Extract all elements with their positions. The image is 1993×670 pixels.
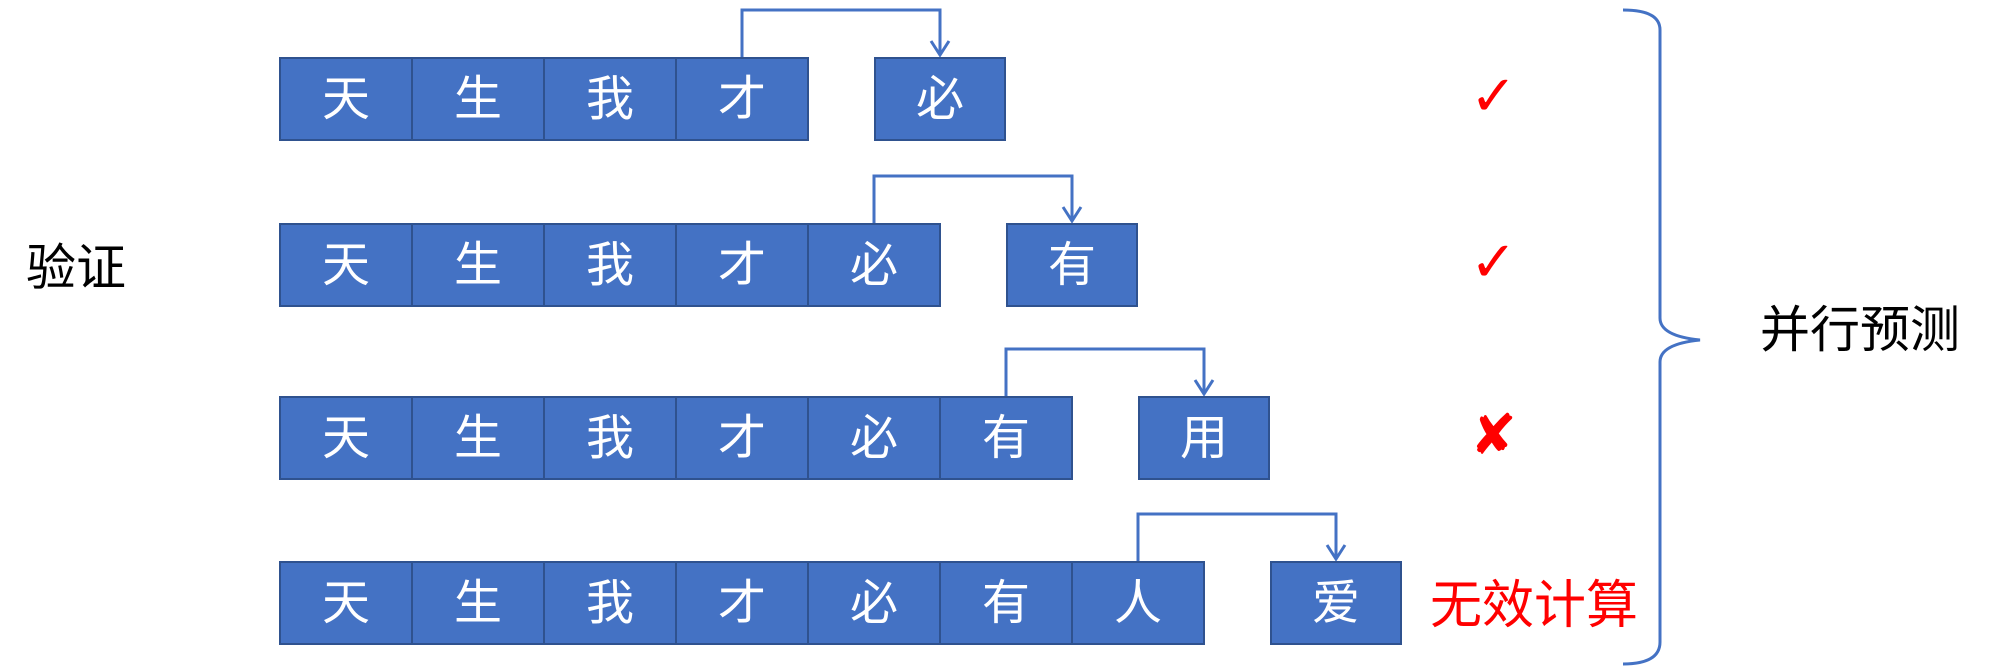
grouping-brace (1622, 8, 1701, 666)
verify-label: 验证 (26, 239, 126, 297)
context-token: 生 (411, 396, 545, 480)
context-token: 才 (675, 561, 809, 645)
context-token: 有 (939, 396, 1073, 480)
predicted-token: 用 (1138, 396, 1270, 480)
context-token: 才 (675, 223, 809, 307)
arrowhead-icon (1193, 379, 1215, 397)
context-token: 我 (543, 57, 677, 141)
context-token: 必 (807, 561, 941, 645)
context-token: 天 (279, 396, 413, 480)
prediction-connector (740, 8, 942, 57)
predicted-token: 有 (1006, 223, 1138, 307)
prediction-connector (1136, 512, 1338, 561)
context-token: 人 (1071, 561, 1205, 645)
context-token: 才 (675, 396, 809, 480)
check-icon: ✓ (1470, 64, 1517, 129)
context-token: 我 (543, 396, 677, 480)
arrowhead-icon (929, 40, 951, 58)
predicted-token: 爱 (1270, 561, 1402, 645)
context-token: 才 (675, 57, 809, 141)
context-token: 生 (411, 561, 545, 645)
context-token: 天 (279, 57, 413, 141)
context-token: 必 (807, 396, 941, 480)
wasted-computation-label: 无效计算 (1430, 576, 1639, 636)
context-token: 生 (411, 57, 545, 141)
check-icon: ✓ (1470, 230, 1517, 295)
context-token: 天 (279, 223, 413, 307)
context-token: 生 (411, 223, 545, 307)
context-token: 我 (543, 223, 677, 307)
prediction-connector (872, 174, 1074, 223)
context-token: 有 (939, 561, 1073, 645)
arrowhead-icon (1061, 206, 1083, 224)
context-token: 我 (543, 561, 677, 645)
context-token: 必 (807, 223, 941, 307)
prediction-connector (1004, 347, 1206, 396)
predicted-token: 必 (874, 57, 1006, 141)
context-token: 天 (279, 561, 413, 645)
cross-icon: ✘ (1470, 403, 1517, 468)
arrowhead-icon (1325, 544, 1347, 562)
parallel-predict-label: 并行预测 (1760, 301, 1960, 359)
